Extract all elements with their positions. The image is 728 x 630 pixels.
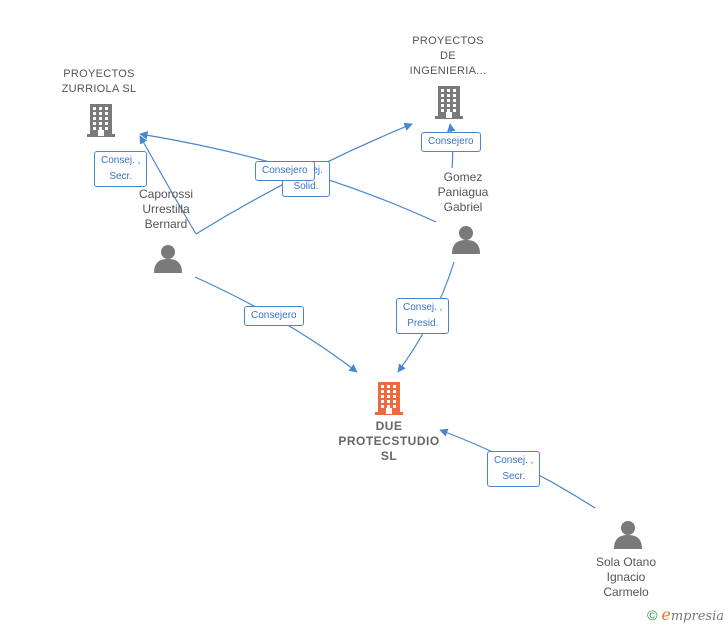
building-icon[interactable] <box>374 380 404 421</box>
node-label-proyectos-ingenieria[interactable]: PROYECTOS DE INGENIERIA... <box>409 35 487 77</box>
node-label-gomez[interactable]: Gomez Paniagua Gabriel <box>437 170 489 214</box>
node-label-caporossi[interactable]: Caporossi Urrestilla Bernard <box>138 187 194 231</box>
person-icon[interactable] <box>153 243 183 278</box>
edge-label-caporossi-due[interactable]: Consejero <box>244 306 304 326</box>
building-icon[interactable] <box>434 84 464 125</box>
empresia-logo[interactable]: ©empresia <box>647 605 724 624</box>
edge-label-sola-due[interactable]: Consej. , Secr. <box>487 451 541 487</box>
copyright-icon: © <box>647 607 658 623</box>
edge-label-gomez-ingenieria[interactable]: Consejero <box>421 132 481 152</box>
person-icon[interactable] <box>613 519 643 554</box>
edge-caporossi-zurriola <box>139 135 197 235</box>
node-label-due-protecstudio[interactable]: DUE PROTECSTUDIO SL <box>338 419 440 463</box>
edge-label-caporossi-zurriola[interactable]: Consej. , Secr. <box>94 151 148 187</box>
node-label-sola[interactable]: Sola Otano Ignacio Carmelo <box>595 555 657 599</box>
edge-label-gomez-due[interactable]: Consej. , Presid. <box>396 298 450 334</box>
node-label-proyectos-zurriola[interactable]: PROYECTOS ZURRIOLA SL <box>61 68 137 95</box>
person-icon[interactable] <box>451 224 481 259</box>
edge-label-caporossi-ingenieria[interactable]: Consejero <box>255 161 315 181</box>
building-icon[interactable] <box>86 102 116 143</box>
